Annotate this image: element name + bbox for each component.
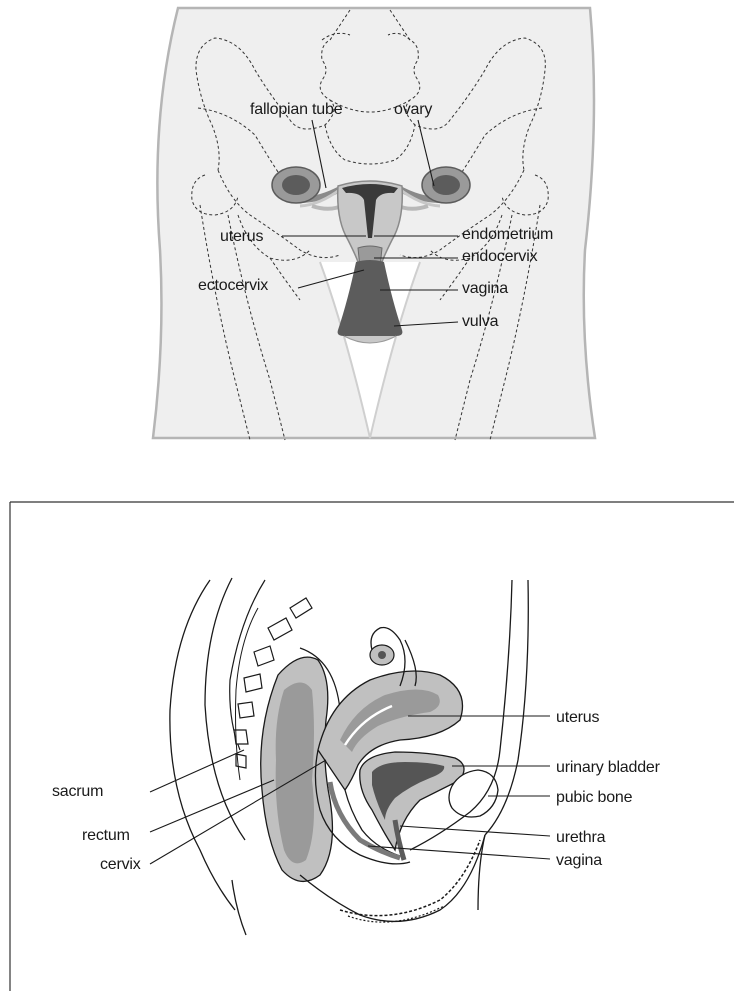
- label-vagina-side: vagina: [556, 852, 602, 869]
- front-view-diagram: fallopian tube ovary uterus endometrium …: [0, 0, 734, 460]
- label-endometrium: endometrium: [462, 226, 553, 243]
- label-urethra: urethra: [556, 829, 606, 846]
- side-view-svg: uterus urinary bladder pubic bone urethr…: [0, 490, 734, 991]
- side-view-diagram: uterus urinary bladder pubic bone urethr…: [0, 490, 734, 991]
- label-uterus-side: uterus: [556, 709, 599, 726]
- label-rectum: rectum: [82, 827, 130, 844]
- label-sacrum: sacrum: [52, 783, 103, 800]
- label-pubic-bone: pubic bone: [556, 789, 633, 806]
- label-vagina-front: vagina: [462, 280, 508, 297]
- label-cervix: cervix: [100, 856, 141, 873]
- label-fallopian-tube: fallopian tube: [250, 101, 343, 118]
- label-ectocervix: ectocervix: [198, 277, 268, 294]
- front-view-svg: fallopian tube ovary uterus endometrium …: [0, 0, 734, 460]
- back-outline: [170, 580, 235, 910]
- label-urinary-bladder: urinary bladder: [556, 759, 661, 776]
- label-vulva: vulva: [462, 313, 499, 330]
- label-endocervix: endocervix: [462, 248, 538, 265]
- label-ovary: ovary: [394, 101, 432, 118]
- label-uterus-front: uterus: [220, 228, 263, 245]
